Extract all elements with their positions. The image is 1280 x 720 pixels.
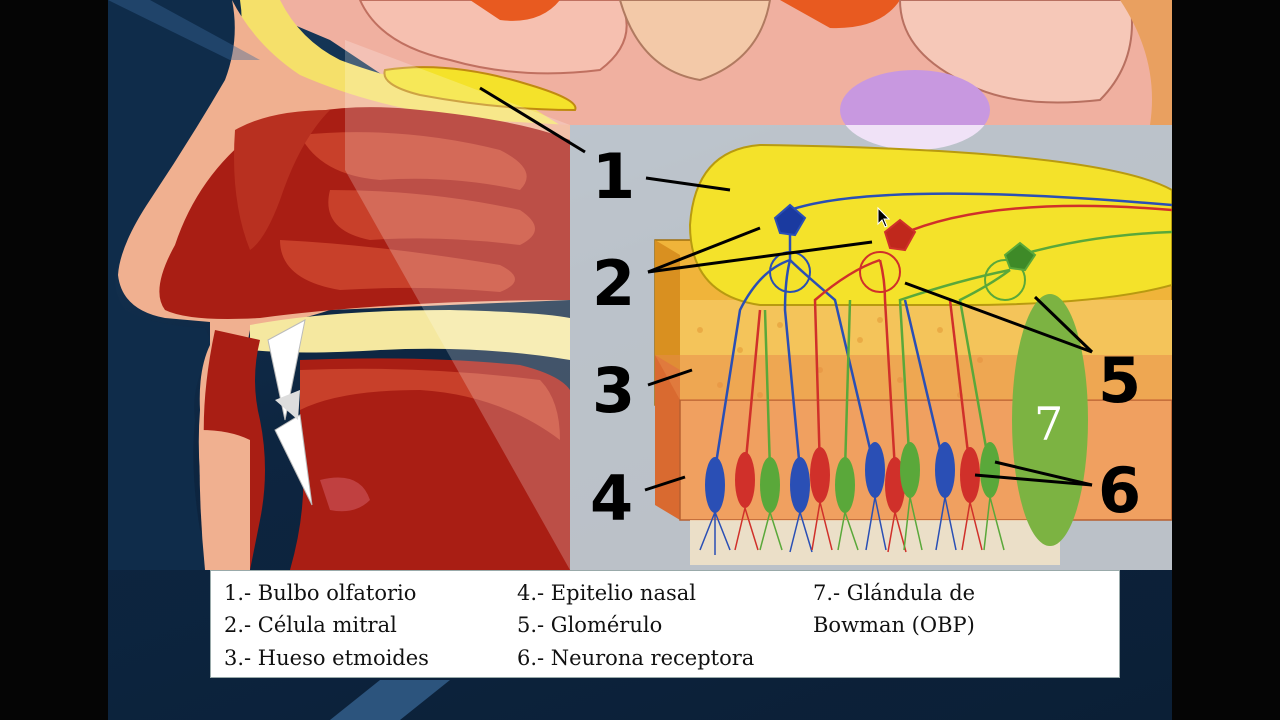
receptor-cells <box>705 442 1000 513</box>
legend-item-7-cont: Bowman (OBP) <box>813 613 975 637</box>
left-letterbox <box>0 0 108 720</box>
green-neurons <box>763 230 1172 471</box>
legend-item-4: 4.- Epitelio nasal <box>517 581 696 605</box>
cursor-icon <box>877 206 891 228</box>
label-4: 4 <box>590 462 633 535</box>
legend-item-6: 6.- Neurona receptora <box>517 646 755 670</box>
label-2: 2 <box>592 247 635 320</box>
red-neurons <box>743 204 1172 471</box>
olfactory-detail <box>654 143 1172 565</box>
head-section <box>108 0 1172 570</box>
legend-item-2: 2.- Célula mitral <box>224 613 397 637</box>
legend-item-3: 3.- Hueso etmoides <box>224 646 429 670</box>
label-6: 6 <box>1098 454 1141 527</box>
olfactory-diagram: 1 2 3 4 5 6 7 <box>108 0 1172 570</box>
legend-item-1: 1.- Bulbo olfatorio <box>224 581 417 605</box>
zoom-projection <box>345 40 570 570</box>
slide-decoration <box>108 0 450 720</box>
label-3: 3 <box>592 354 635 427</box>
pointer-lines <box>479 86 1094 492</box>
right-letterbox <box>1172 0 1280 720</box>
label-5: 5 <box>1098 344 1141 417</box>
label-7: 7 <box>1034 397 1063 451</box>
slide: 1 2 3 4 5 6 7 <box>108 0 1172 720</box>
label-1: 1 <box>592 140 635 213</box>
legend-item-5: 5.- Glomérulo <box>517 613 663 637</box>
legend-box: 1.- Bulbo olfatorio 2.- Célula mitral 3.… <box>210 570 1120 678</box>
legend-item-7: 7.- Glándula de <box>813 581 976 605</box>
